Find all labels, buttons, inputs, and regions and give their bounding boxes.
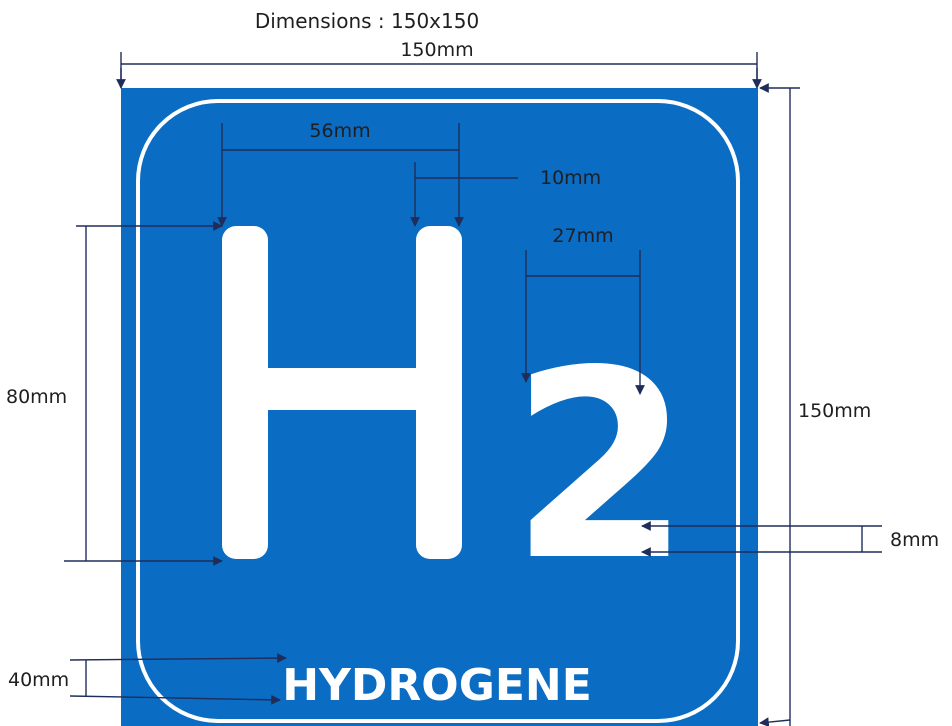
subscript-two: 2 — [510, 316, 691, 618]
h-symbol-text: H — [0, 0, 1, 1]
width-label: 150mm — [400, 39, 473, 61]
stroke-width-label: 10mm — [540, 167, 601, 189]
letter-height-dimension — [64, 221, 223, 566]
sign-border — [136, 99, 740, 723]
diagram-title: Dimensions : 150x150 — [255, 9, 479, 33]
digit-stroke-label: 8mm — [890, 529, 939, 551]
stroke-width-dimension — [410, 162, 518, 227]
h-span-dimension — [217, 123, 464, 227]
h-letter — [222, 226, 462, 559]
h-span-label: 56mm — [309, 120, 370, 142]
sign-label: HYDROGENE — [282, 660, 592, 711]
width-dimension — [116, 52, 762, 89]
letter-height-label: 80mm — [6, 386, 67, 408]
height-dimension — [759, 83, 800, 726]
height-label: 150mm — [798, 400, 871, 422]
digit-width-label: 27mm — [552, 225, 613, 247]
digit-width-dimension — [521, 250, 645, 395]
digit-stroke-dimension — [641, 521, 882, 557]
label-height-dimension — [69, 653, 287, 705]
label-height-label: 40mm — [8, 669, 69, 691]
